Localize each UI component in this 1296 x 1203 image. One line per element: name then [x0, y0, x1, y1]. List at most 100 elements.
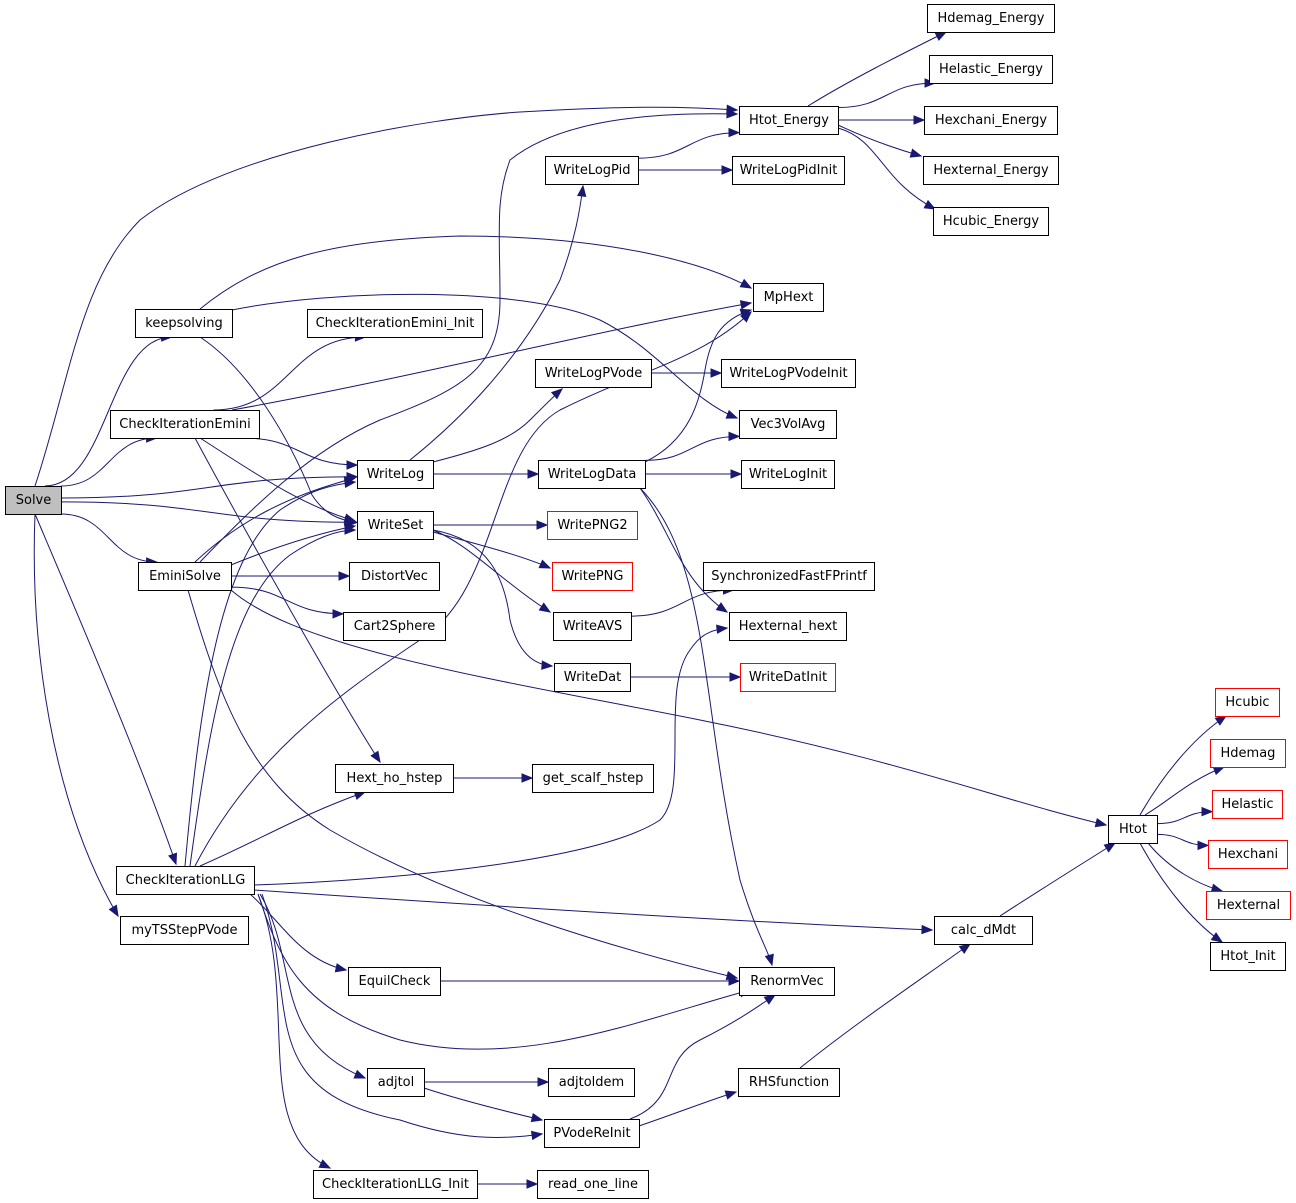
edge-WriteAVS-to-SynchronizedFastFPrintf: [630, 589, 734, 617]
node-WriteLogPVode[interactable]: WriteLogPVode: [535, 359, 652, 388]
node-Vec3VolAvg[interactable]: Vec3VolAvg: [739, 410, 837, 439]
node-Htot_Energy[interactable]: Htot_Energy: [739, 106, 839, 135]
edge-WriteLogData-to-Vec3VolAvg: [644, 435, 740, 461]
node-Hexternal_Energy[interactable]: Hexternal_Energy: [923, 156, 1059, 185]
arrowhead-WriteSet-to-WriteDat: [541, 660, 554, 670]
node-get_scalf_hstep[interactable]: get_scalf_hstep: [532, 764, 654, 793]
node-EminiSolve[interactable]: EminiSolve: [138, 562, 232, 591]
node-Cart2Sphere[interactable]: Cart2Sphere: [343, 612, 446, 641]
node-Hdemag[interactable]: Hdemag: [1210, 739, 1286, 768]
node-Hexternal[interactable]: Hexternal: [1206, 891, 1291, 920]
node-adjtol[interactable]: adjtol: [367, 1068, 425, 1097]
node-read_one_line[interactable]: read_one_line: [537, 1170, 649, 1199]
edge-CheckIterationEmini-to-CheckIterationEmini_Init: [213, 336, 366, 411]
node-Hdemag_Energy[interactable]: Hdemag_Energy: [927, 4, 1055, 33]
node-Hexchani[interactable]: Hexchani: [1208, 840, 1288, 869]
node-box-Helastic: [1212, 790, 1283, 819]
node-label-WriteAVS: WriteAVS: [563, 619, 623, 634]
node-box-Htot_Init: [1210, 942, 1286, 971]
node-label-WriteLogPVodeInit: WriteLogPVodeInit: [729, 366, 847, 381]
node-box-PVodeReInit: [544, 1119, 640, 1148]
node-box-WriteLogData: [538, 460, 646, 489]
node-myTSStepPVode[interactable]: myTSStepPVode: [120, 916, 249, 945]
node-box-WriteLogPVodeInit: [721, 359, 856, 388]
edge-Solve-to-WriteLog: [60, 476, 358, 499]
node-WriteLogInit[interactable]: WriteLogInit: [741, 460, 835, 489]
node-label-CheckIterationLLG_Init: CheckIterationLLG_Init: [322, 1177, 469, 1192]
node-Hcubic[interactable]: Hcubic: [1215, 688, 1280, 717]
node-WriteAVS[interactable]: WriteAVS: [553, 612, 632, 641]
node-label-RenormVec: RenormVec: [750, 974, 823, 989]
node-Hext_ho_hstep[interactable]: Hext_ho_hstep: [335, 764, 454, 793]
node-label-WriteSet: WriteSet: [368, 518, 424, 533]
node-WritePNG2[interactable]: WritePNG2: [547, 511, 638, 540]
node-WriteDat[interactable]: WriteDat: [554, 663, 631, 692]
edge-Htot_Energy-to-Hexternal_Energy: [837, 124, 922, 157]
node-EquilCheck[interactable]: EquilCheck: [348, 967, 441, 996]
node-SynchronizedFastFPrintf[interactable]: SynchronizedFastFPrintf: [703, 562, 875, 591]
node-WriteLog[interactable]: WriteLog: [357, 460, 434, 489]
arrowhead-CheckIterationLLG_Init-to-read_one_line: [526, 1179, 539, 1189]
node-Hexternal_hext[interactable]: Hexternal_hext: [729, 612, 847, 641]
arrowhead-calc_dMdt-to-Htot: [1103, 842, 1117, 853]
node-keepsolving[interactable]: keepsolving: [135, 309, 233, 338]
arrowhead-adjtol-to-adjtoldem: [537, 1077, 550, 1087]
node-CheckIterationLLG_Init[interactable]: CheckIterationLLG_Init: [313, 1170, 478, 1199]
node-CheckIterationEmini[interactable]: CheckIterationEmini: [110, 410, 260, 439]
edge-WriteLogPid-to-Htot_Energy: [637, 132, 740, 159]
node-WriteLogPVodeInit[interactable]: WriteLogPVodeInit: [721, 359, 856, 388]
arrowhead-EminiSolve-to-Cart2Sphere: [332, 609, 345, 619]
edge-WriteSet-to-WritePNG: [432, 531, 551, 569]
node-label-Htot_Init: Htot_Init: [1220, 949, 1275, 964]
node-Helastic[interactable]: Helastic: [1212, 790, 1283, 819]
node-WriteDatInit[interactable]: WriteDatInit: [740, 663, 836, 692]
node-label-Hexchani_Energy: Hexchani_Energy: [935, 113, 1048, 128]
node-WriteLogPid[interactable]: WriteLogPid: [545, 156, 639, 185]
node-Hexchani_Energy[interactable]: Hexchani_Energy: [924, 106, 1058, 135]
node-Htot_Init[interactable]: Htot_Init: [1210, 942, 1286, 971]
node-RenormVec[interactable]: RenormVec: [739, 967, 835, 996]
node-box-Htot: [1108, 815, 1158, 844]
arrowhead-keepsolving-to-MpHext: [739, 278, 753, 289]
node-box-WritePNG: [552, 562, 633, 591]
node-Htot[interactable]: Htot: [1108, 815, 1158, 844]
edge-EminiSolve-to-Cart2Sphere: [230, 586, 344, 615]
node-box-Hdemag: [1210, 739, 1286, 768]
node-WriteSet[interactable]: WriteSet: [357, 511, 434, 540]
node-WritePNG[interactable]: WritePNG: [552, 562, 633, 591]
node-adjtoldem[interactable]: adjtoldem: [548, 1068, 635, 1097]
node-CheckIterationEmini_Init[interactable]: CheckIterationEmini_Init: [307, 309, 483, 338]
node-MpHext[interactable]: MpHext: [753, 283, 824, 312]
edge-WriteSet-to-WriteAVS: [432, 529, 551, 613]
arrowhead-RHSfunction-to-calc_dMdt: [958, 943, 972, 954]
arrowhead-Htot_Energy-to-Hexternal_Energy: [909, 148, 923, 158]
node-box-Cart2Sphere: [343, 612, 446, 641]
node-box-EquilCheck: [348, 967, 441, 996]
arrowhead-CheckIterationLLG-to-calc_dMdt: [921, 924, 934, 935]
node-CheckIterationLLG[interactable]: CheckIterationLLG: [116, 866, 255, 895]
arrowhead-Solve-to-myTSStepPVode: [108, 904, 119, 918]
node-box-CheckIterationLLG_Init: [313, 1170, 478, 1199]
node-RHSfunction[interactable]: RHSfunction: [738, 1068, 840, 1097]
arrowhead-Solve-to-CheckIterationLLG: [168, 852, 178, 866]
node-box-RHSfunction: [738, 1068, 840, 1097]
node-Helastic_Energy[interactable]: Helastic_Energy: [929, 55, 1053, 84]
arrowhead-WriteDat-to-WriteDatInit: [729, 672, 742, 682]
node-Solve[interactable]: Solve: [5, 486, 62, 515]
arrowhead-CheckIterationLLG-to-CheckIterationLLG_Init: [318, 1159, 332, 1169]
node-label-calc_dMdt: calc_dMdt: [951, 923, 1016, 938]
node-PVodeReInit[interactable]: PVodeReInit: [544, 1119, 640, 1148]
node-calc_dMdt[interactable]: calc_dMdt: [934, 916, 1033, 945]
node-WriteLogPidInit[interactable]: WriteLogPidInit: [732, 156, 845, 185]
node-box-Hcubic_Energy: [933, 207, 1049, 236]
node-DistortVec[interactable]: DistortVec: [349, 562, 440, 591]
arrowhead-EminiSolve-to-Htot_Energy: [726, 109, 739, 119]
arrowhead-WriteSet-to-WritePNG2: [536, 520, 549, 530]
function-nodes: SolveHtot_EnergykeepsolvingCheckIteratio…: [5, 4, 1291, 1199]
edge-Htot-to-Hdemag: [1144, 766, 1225, 816]
node-WriteLogData[interactable]: WriteLogData: [538, 460, 646, 489]
edge-CheckIterationLLG-to-EquilCheck: [249, 893, 347, 971]
node-box-SynchronizedFastFPrintf: [703, 562, 875, 591]
node-Hcubic_Energy[interactable]: Hcubic_Energy: [933, 207, 1049, 236]
